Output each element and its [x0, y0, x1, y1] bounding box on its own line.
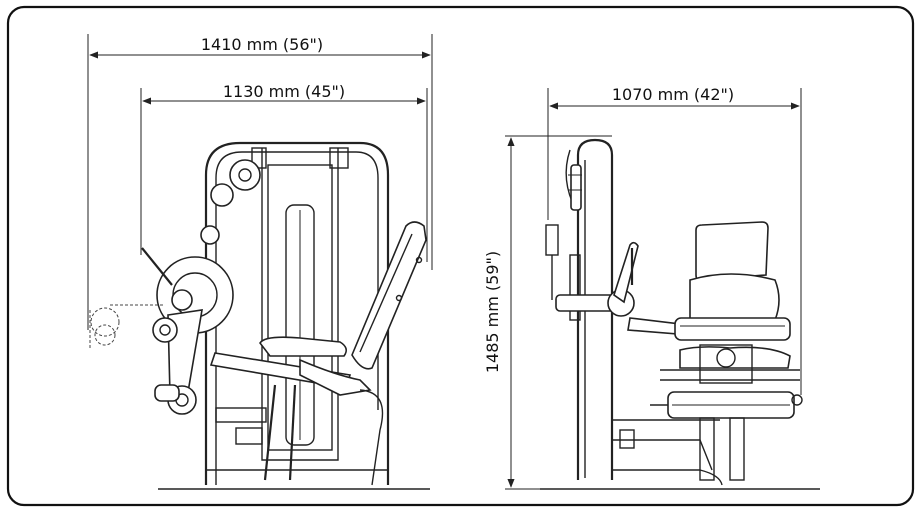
drawing-border: [6, 5, 915, 507]
dimension-depth: 1070 mm (42"): [547, 85, 802, 395]
dimension-frame-width: 1130 mm (45"): [140, 82, 428, 262]
front-view-machine: [89, 141, 430, 490]
side-view-machine: [540, 138, 820, 490]
frame-width-label: 1130 mm (45"): [223, 82, 345, 101]
overall-width-label: 1410 mm (56"): [201, 35, 323, 54]
depth-label: 1070 mm (42"): [612, 85, 734, 104]
height-label: 1485 mm (59"): [483, 251, 502, 373]
dimension-height: 1485 mm (59"): [483, 135, 612, 490]
dimension-overall-width: 1410 mm (56"): [87, 34, 433, 330]
